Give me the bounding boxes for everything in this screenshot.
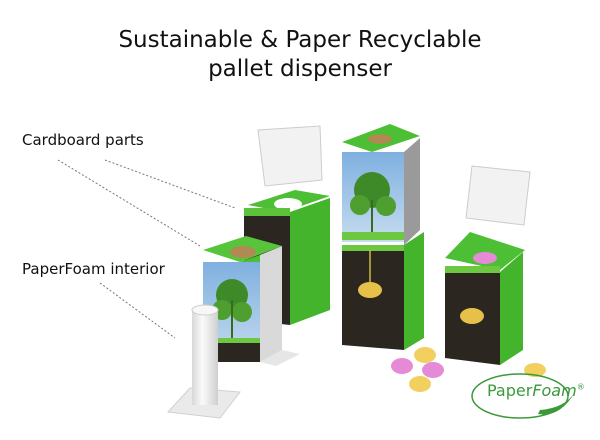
candies (391, 347, 546, 392)
label-cardboard-parts: Cardboard parts (22, 131, 144, 149)
logo-text: PaperFoam® (487, 381, 585, 400)
paperfoam-logo: PaperFoam® (470, 372, 590, 422)
box-tree-front-left (203, 236, 300, 366)
paperfoam-logo-swoosh (471, 373, 569, 419)
leader-lines (57, 159, 236, 339)
paperfoam-tube (166, 304, 241, 419)
page-title: Sustainable & Paper Recyclable pallet di… (0, 26, 600, 84)
title-line-1: Sustainable & Paper Recyclable (118, 27, 482, 53)
box-tall-center (342, 124, 424, 350)
box-open-right (445, 165, 531, 365)
title-line-2: pallet dispenser (208, 56, 392, 82)
label-paperfoam-interior: PaperFoam interior (22, 260, 165, 278)
